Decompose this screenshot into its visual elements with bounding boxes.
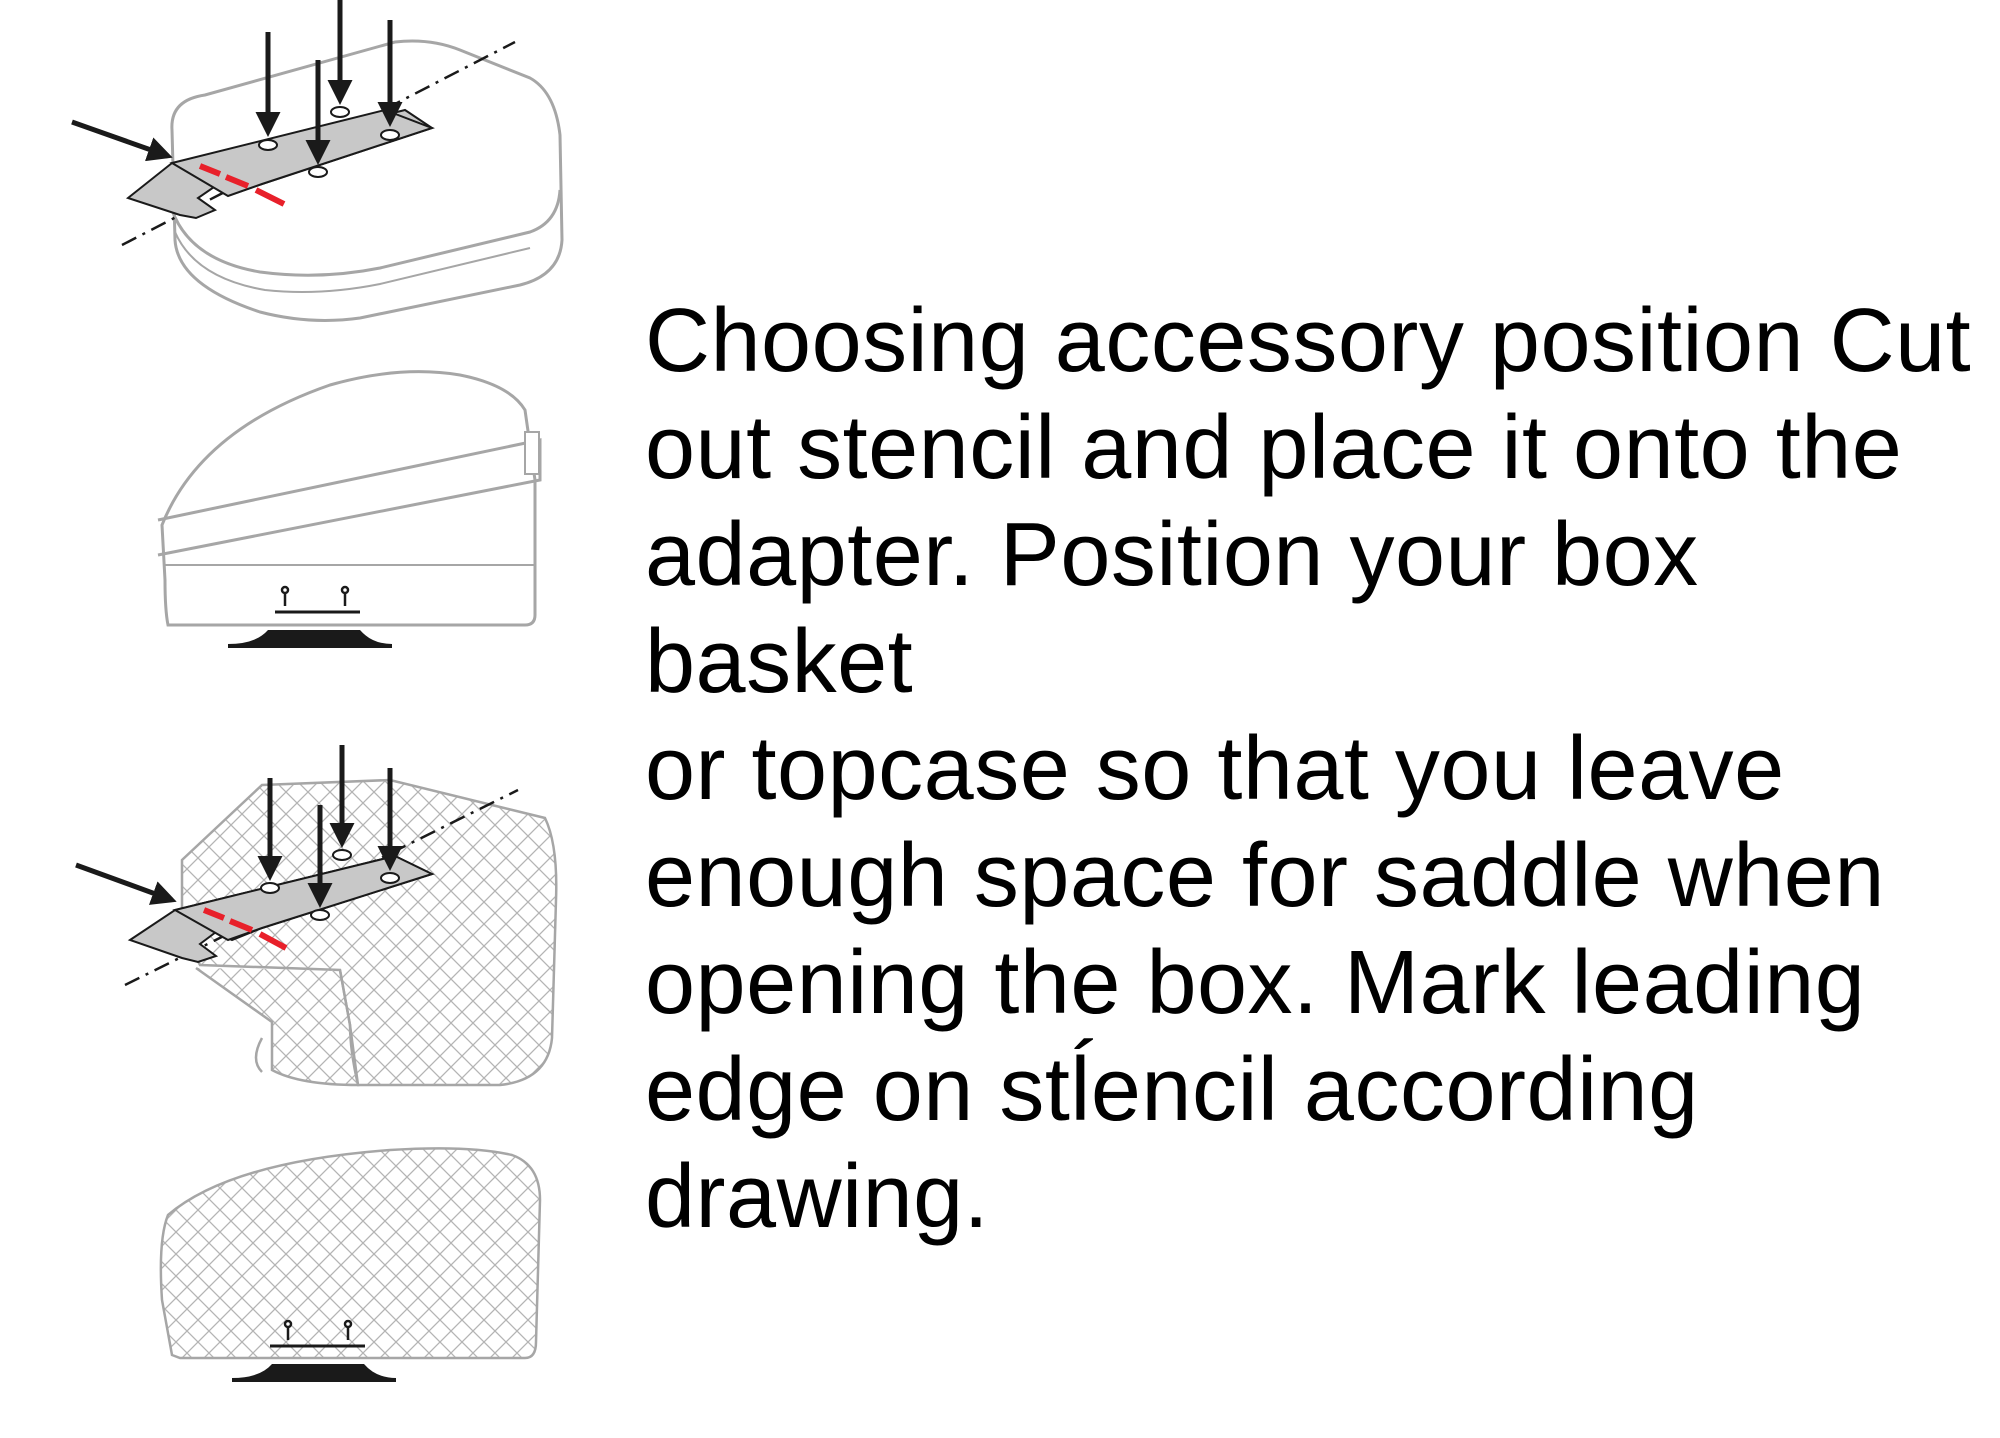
basket-side-view (159, 1147, 542, 1382)
basket-front-face (195, 966, 360, 1087)
basket-carrier-clamp (232, 1364, 396, 1382)
instruction-line: enough space for saddle when (645, 826, 1885, 926)
box-stencil-top-view (71, 0, 564, 322)
placement-arrows (71, 0, 403, 165)
basket-stencil-holes (260, 849, 400, 921)
box-lid-edge (174, 231, 531, 293)
instruction-line: Choosing accessory position Cut (645, 291, 1972, 391)
box-hinge (524, 431, 540, 475)
leading-edge-mark (198, 163, 286, 207)
instruction-line: drawing. (645, 1147, 990, 1247)
basket-mounting-screws (283, 1319, 353, 1340)
box-side-outline (160, 370, 537, 627)
basket-leading-edge-mark (202, 907, 288, 951)
box-side-view (157, 370, 542, 648)
instruction-text: Choosing accessory position Cut out sten… (645, 288, 1985, 1251)
stencil-holes (258, 106, 400, 178)
carrier-clamp (228, 630, 392, 648)
basket-side-outline (159, 1147, 542, 1360)
basket-stencil-top-view (75, 745, 558, 1087)
instruction-line: edge on stĺencil according (645, 1040, 1699, 1140)
mounting-screws (280, 585, 350, 606)
basket-stencil-body (172, 854, 435, 942)
instruction-line: or topcase so that you leave (645, 719, 1785, 819)
stencil-body (169, 108, 435, 198)
basket-placement-arrows (75, 745, 403, 908)
box-lid-seam (170, 189, 562, 277)
basket-lower-edge (254, 1037, 264, 1073)
instruction-line: adapter. Position your box basket (645, 505, 1699, 712)
instruction-line: out stencil and place it onto the (645, 398, 1903, 498)
instruction-line: opening the box. Mark leading (645, 933, 1866, 1033)
